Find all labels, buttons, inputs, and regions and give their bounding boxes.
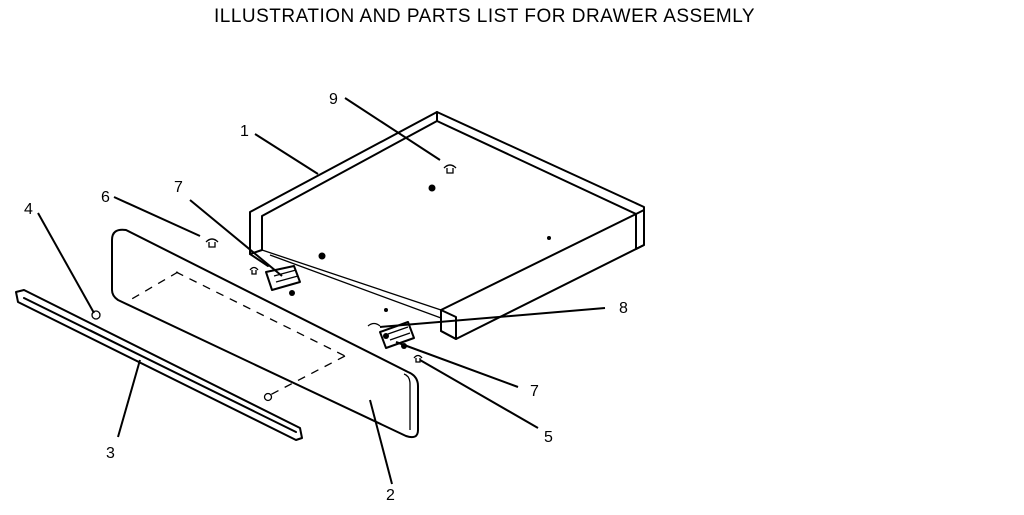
callout-2: 2: [386, 487, 395, 504]
callout-5: 5: [544, 429, 553, 446]
leader-lines: [37, 97, 606, 485]
callout-8: 8: [619, 300, 628, 317]
callout-3: 3: [106, 445, 115, 462]
drawer-front-panel: [91, 228, 419, 439]
callout-4: 4: [24, 201, 33, 218]
callout-1: 1: [240, 123, 249, 140]
trim-strip: [15, 289, 303, 441]
page-title: ILLUSTRATION AND PARTS LIST FOR DRAWER A…: [214, 6, 756, 27]
callout-6: 6: [101, 189, 110, 206]
callout-7-right: 7: [530, 383, 539, 400]
callout-7-left: 7: [174, 179, 183, 196]
drawer-bracket-left: [249, 265, 301, 296]
drawer-body: [249, 111, 645, 340]
callout-9: 9: [329, 91, 338, 108]
drawer-bracket-right: [367, 321, 423, 363]
